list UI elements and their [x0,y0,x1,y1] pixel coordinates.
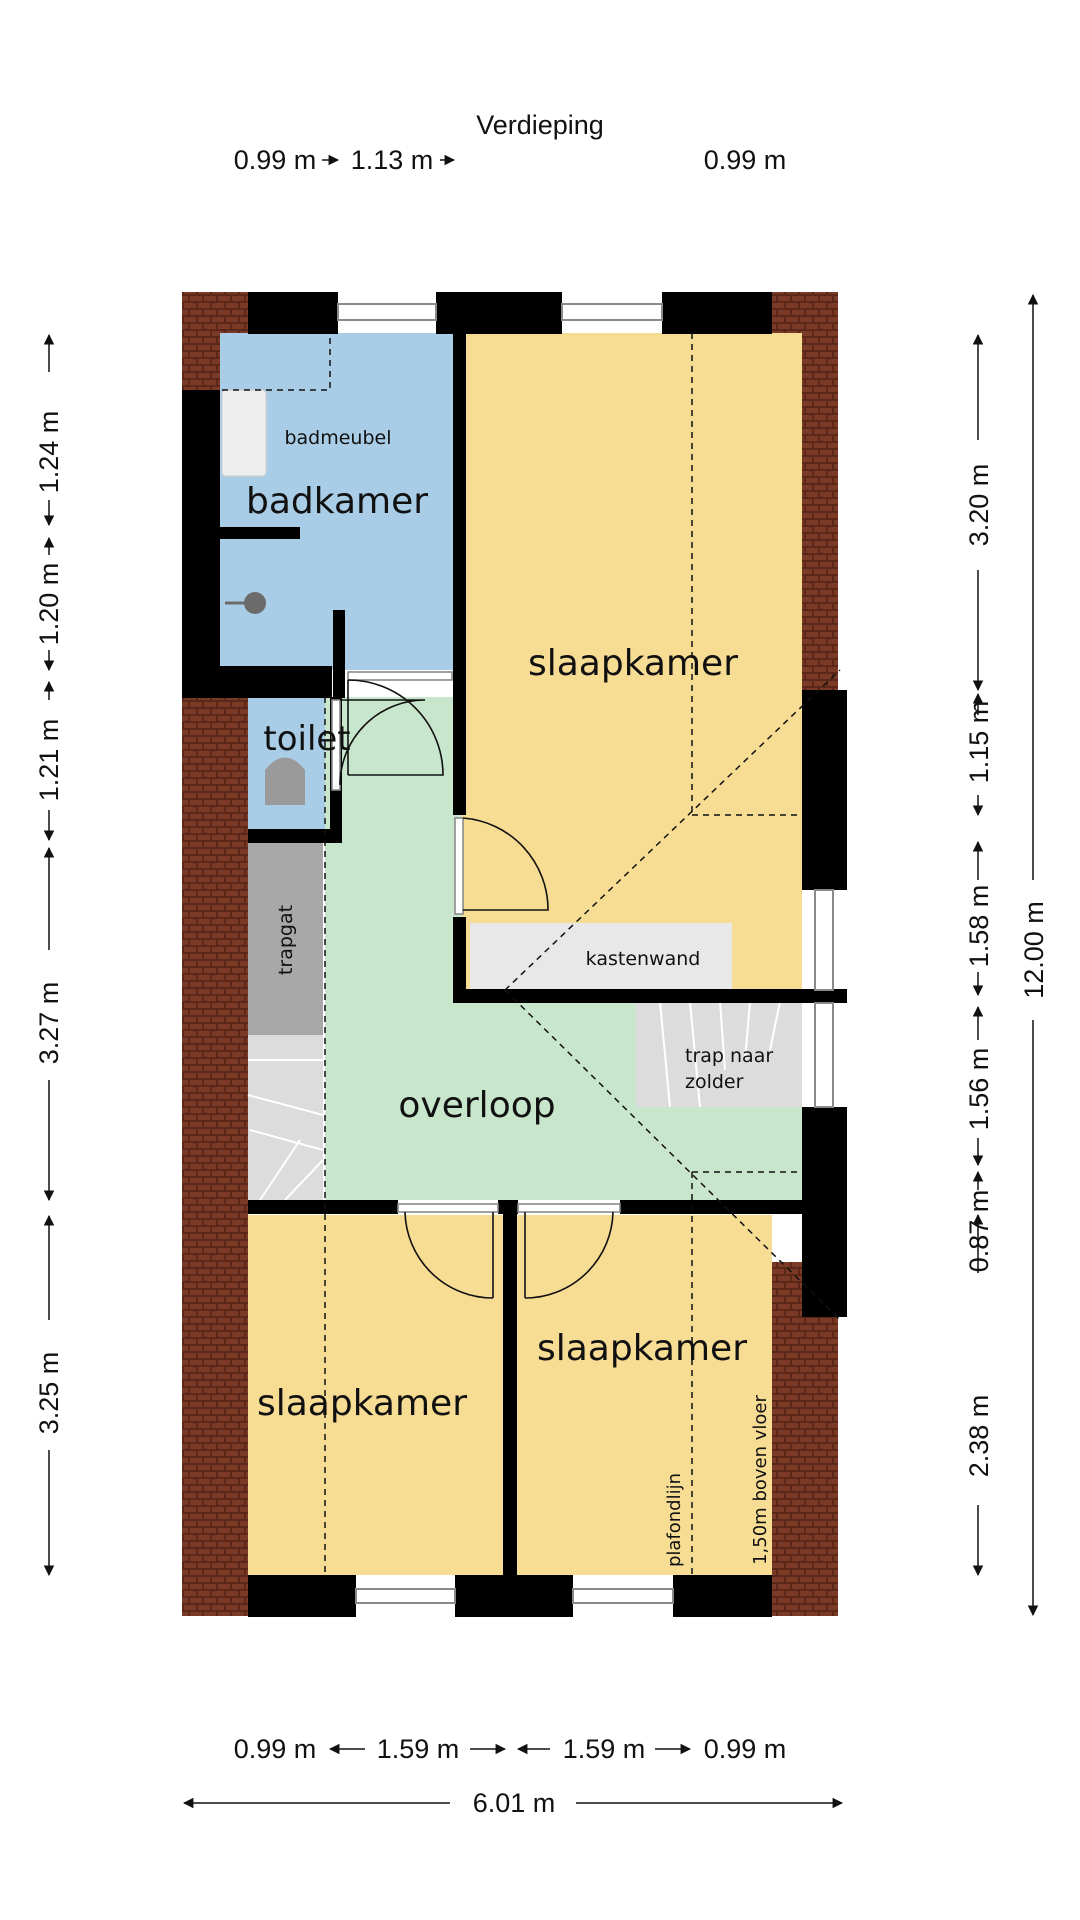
bedroom-bottom-right-area [514,1215,772,1575]
dim-right-5: 0.87 m [964,1190,994,1273]
dim-bottom-3: 1.59 m [563,1734,646,1764]
ceiling-lines [222,333,841,1575]
dimensions-bottom: 0.99 m 1.59 m 1.59 m 0.99 m 6.01 m [182,1734,844,1818]
bedroom-bottom-left-area [248,1215,506,1575]
stair-opening [248,840,323,1035]
label-badmeubel: badmeubel [284,427,391,449]
dim-right-4: 1.56 m [964,1048,994,1131]
roof-right-bottom [772,1262,838,1616]
dim-right-total: 12.00 m [1019,901,1049,999]
room-label-slaapkamer-top: slaapkamer [528,643,738,684]
cabinet-wall [470,923,732,989]
toilet-bowl [265,757,305,805]
dim-top-mid: 1.13 m [351,145,434,175]
label-trap-naar: trap naar [685,1045,773,1067]
room-label-toilet: toilet [263,719,350,759]
dim-bottom-total: 6.01 m [473,1788,556,1818]
stairs-attic-steps [659,1001,781,1108]
doors [331,671,621,1299]
dim-left-3: 1.21 m [34,719,64,802]
dim-right-3: 1.58 m [964,885,994,968]
walls [182,292,847,1617]
stairs-left-steps [247,1059,324,1201]
dim-left-5: 3.25 m [34,1352,64,1435]
dim-left-1: 1.24 m [34,411,64,494]
label-plafondlijn: plafondlijn [664,1473,685,1567]
dim-bottom-1: 0.99 m [234,1734,317,1764]
room-label-slaapkamer-bottom-left: slaapkamer [257,1383,467,1424]
dim-bottom-4: 0.99 m [704,1734,787,1764]
room-label-badkamer: badkamer [246,481,428,522]
bath-cabinet [221,389,267,477]
dimensions-right [972,293,1039,1617]
dim-bottom-2: 1.59 m [377,1734,460,1764]
dim-left-4: 3.27 m [34,982,64,1065]
room-label-slaapkamer-bottom-right: slaapkamer [537,1328,747,1369]
room-label-overloop: overloop [398,1085,555,1126]
dimensions-top: 0.99 m 1.13 m 0.99 m [234,145,787,175]
dim-right-6: 2.38 m [964,1395,994,1478]
plan-title: Verdieping [476,110,604,140]
shower-drain [244,592,266,614]
dim-right-2: 1.15 m [964,701,994,784]
label-kastenwand: kastenwand [586,948,701,970]
dim-top-right: 0.99 m [704,145,787,175]
label-boven-vloer: 1,50m boven vloer [750,1395,771,1565]
dim-top-left: 0.99 m [234,145,317,175]
bedroom-top-area [462,333,802,989]
stairs-attic [636,1002,802,1107]
windows [337,303,834,1604]
dim-right-1: 3.20 m [964,464,994,547]
dim-left-2: 1.20 m [34,563,64,646]
label-trapgat: trapgat [275,905,297,975]
label-zolder: zolder [685,1071,744,1093]
